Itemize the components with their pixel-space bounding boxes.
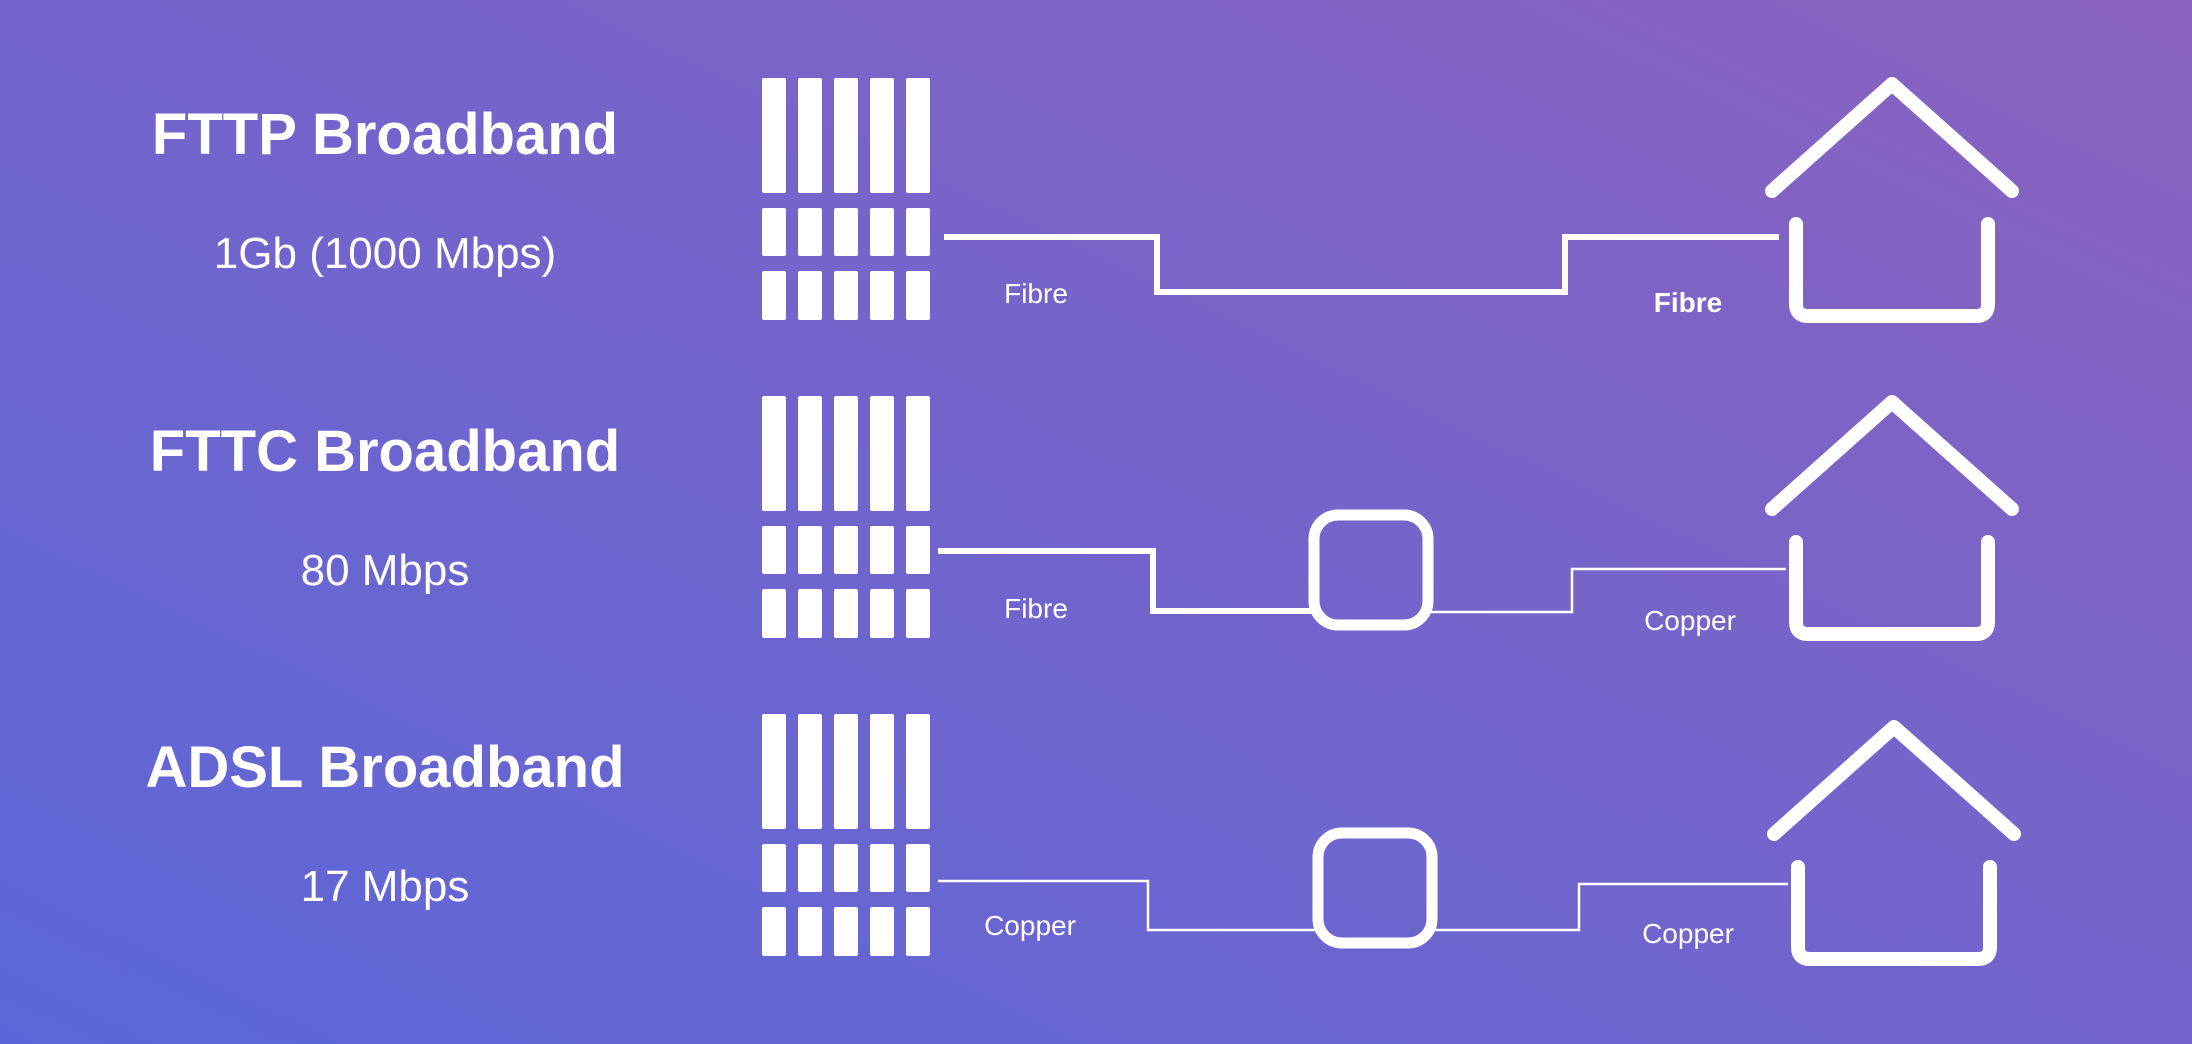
copper-line <box>1434 882 1788 932</box>
row-fttc: FTTC Broadband 80 Mbps Fibre Copper <box>150 396 2012 638</box>
row-title: ADSL Broadband <box>145 735 624 800</box>
row-fttp: FTTP Broadband 1Gb (1000 Mbps) Fibre Fib… <box>152 78 2012 320</box>
segment-label: Copper <box>1642 918 1734 949</box>
row-speed: 80 Mbps <box>301 546 470 595</box>
segment-label: Fibre <box>1004 278 1068 309</box>
segment-label: Copper <box>1644 605 1736 636</box>
street-cabinet-icon <box>1312 827 1438 949</box>
street-cabinet-icon <box>1308 509 1434 631</box>
copper-line <box>1430 567 1786 614</box>
segment-label: Fibre <box>1654 287 1722 318</box>
row-speed: 17 Mbps <box>301 862 470 911</box>
row-adsl: ADSL Broadband 17 Mbps Copper Copper <box>145 714 2014 959</box>
copper-line <box>938 879 1316 932</box>
segment-label: Copper <box>984 910 1076 941</box>
fibre-line <box>938 548 1312 614</box>
fibre-line <box>944 234 1779 295</box>
row-title: FTTC Broadband <box>150 419 620 484</box>
row-title: FTTP Broadband <box>152 102 618 167</box>
segment-label: Fibre <box>1004 593 1068 624</box>
row-speed: 1Gb (1000 Mbps) <box>214 229 556 278</box>
